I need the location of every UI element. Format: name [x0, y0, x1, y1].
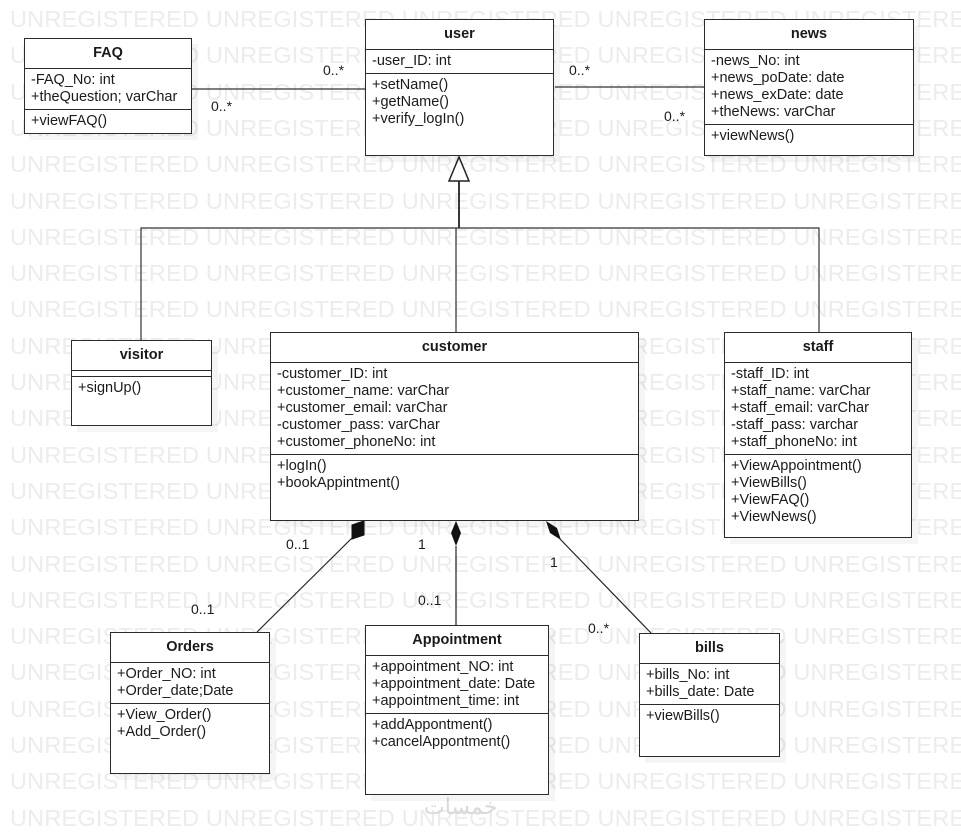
attribute: -customer_pass: varChar — [277, 417, 440, 433]
attribute: +appointment_date: Date — [372, 676, 536, 692]
class-name: Orders — [111, 633, 269, 663]
multiplicity-bills-near-customer: 1 — [550, 554, 558, 570]
operation: +ViewBills() — [731, 475, 807, 491]
class-name: FAQ — [25, 39, 191, 69]
class-news[interactable]: news -news_No: int+news_poDate: date+new… — [704, 19, 914, 156]
multiplicity-user-news-near-news: 0..* — [664, 108, 686, 124]
attributes-section: +bills_No: int+bills_date: Date — [640, 664, 779, 705]
attribute: +customer_name: varChar — [277, 383, 450, 399]
operations-section: +setName()+getName()+verify_logIn() — [366, 74, 553, 131]
generalization-arrowhead — [447, 155, 471, 182]
class-staff[interactable]: staff -staff_ID: int+staff_name: varChar… — [724, 332, 912, 538]
composition-diamond-orders — [351, 520, 365, 540]
class-appointment[interactable]: Appointment +appointment_NO: int+appoint… — [365, 625, 549, 795]
attribute: +customer_email: varChar — [277, 400, 448, 416]
operation: +verify_logIn() — [372, 111, 465, 127]
composition-customer-orders — [256, 537, 353, 633]
attribute: +staff_email: varChar — [731, 400, 869, 416]
attributes-section — [72, 371, 211, 377]
attribute: +theQuestion; varChar — [31, 89, 178, 105]
operation: +cancelAppontment() — [372, 734, 511, 750]
class-faq[interactable]: FAQ -FAQ_No: int+theQuestion; varChar +v… — [24, 38, 192, 134]
attribute: -user_ID: int — [372, 53, 451, 69]
attribute: +theNews: varChar — [711, 104, 836, 120]
class-name: bills — [640, 634, 779, 664]
attribute: +news_poDate: date — [711, 70, 845, 86]
operation: +viewBills() — [646, 708, 720, 724]
operations-section: +View_Order()+Add_Order() — [111, 704, 269, 744]
attributes-section: -user_ID: int — [366, 50, 553, 74]
operation: +getName() — [372, 94, 449, 110]
operations-section: +logIn()+bookAppintment() — [271, 455, 638, 495]
attribute: -staff_ID: int — [731, 366, 809, 382]
class-name: visitor — [72, 341, 211, 371]
attribute: +staff_phoneNo: int — [731, 434, 857, 450]
operations-section: +viewNews() — [705, 125, 913, 148]
multiplicity-appointment-near-appointment: 0..1 — [418, 592, 442, 608]
class-name: user — [366, 20, 553, 50]
operations-section: +viewFAQ() — [25, 110, 191, 133]
attributes-section: -news_No: int+news_poDate: date+news_exD… — [705, 50, 913, 125]
operation: +ViewFAQ() — [731, 492, 810, 508]
attribute: +Order_NO: int — [117, 666, 216, 682]
attribute: -news_No: int — [711, 53, 800, 69]
class-name: Appointment — [366, 626, 548, 656]
multiplicity-bills-near-bills: 0..* — [588, 620, 610, 636]
attributes-section: +appointment_NO: int+appointment_date: D… — [366, 656, 548, 714]
attributes-section: -staff_ID: int+staff_name: varChar+staff… — [725, 363, 911, 455]
attribute: +bills_date: Date — [646, 684, 755, 700]
operation: +setName() — [372, 77, 449, 93]
class-visitor[interactable]: visitor +signUp() — [71, 340, 212, 426]
attribute: +appointment_time: int — [372, 693, 520, 709]
composition-diamond-appointment — [451, 521, 461, 546]
multiplicity-orders-near-customer: 0..1 — [286, 536, 310, 552]
operation: +addAppontment() — [372, 717, 493, 733]
operation: +bookAppintment() — [277, 475, 400, 491]
class-orders[interactable]: Orders +Order_NO: int+Order_date;Date +V… — [110, 632, 270, 774]
multiplicity-orders-near-orders: 0..1 — [191, 601, 215, 617]
operations-section: +signUp() — [72, 377, 211, 400]
operation: +viewFAQ() — [31, 113, 108, 129]
generalization-visitor — [140, 227, 459, 340]
operations-section: +viewBills() — [640, 705, 779, 728]
class-customer[interactable]: customer -customer_ID: int+customer_name… — [270, 332, 639, 521]
attribute: +staff_name: varChar — [731, 383, 871, 399]
footer-watermark-logo: خمسات — [424, 794, 498, 819]
generalization-staff — [459, 227, 820, 332]
attribute: +news_exDate: date — [711, 87, 844, 103]
attribute: +Order_date;Date — [117, 683, 234, 699]
class-bills[interactable]: bills +bills_No: int+bills_date: Date +v… — [639, 633, 780, 757]
attribute: -FAQ_No: int — [31, 72, 115, 88]
operations-section: +addAppontment()+cancelAppontment() — [366, 714, 548, 754]
class-name: news — [705, 20, 913, 50]
multiplicity-faq-user-near-faq: 0..* — [211, 98, 233, 114]
composition-customer-bills — [559, 538, 652, 634]
operation: +logIn() — [277, 458, 327, 474]
multiplicity-appointment-near-customer: 1 — [418, 536, 426, 552]
operations-section: +ViewAppointment()+ViewBills()+ViewFAQ()… — [725, 455, 911, 529]
attribute: -customer_ID: int — [277, 366, 388, 382]
operation: +ViewAppointment() — [731, 458, 862, 474]
multiplicity-user-news-near-user: 0..* — [569, 62, 591, 78]
attributes-section: +Order_NO: int+Order_date;Date — [111, 663, 269, 704]
attributes-section: -customer_ID: int+customer_name: varChar… — [271, 363, 638, 455]
attribute: +customer_phoneNo: int — [277, 434, 436, 450]
class-name: customer — [271, 333, 638, 363]
class-user[interactable]: user -user_ID: int +setName()+getName()+… — [365, 19, 554, 156]
operation: +viewNews() — [711, 128, 795, 144]
class-name: staff — [725, 333, 911, 363]
operation: +signUp() — [78, 380, 142, 396]
multiplicity-faq-user-near-user: 0..* — [323, 62, 345, 78]
operation: +Add_Order() — [117, 724, 207, 740]
attributes-section: -FAQ_No: int+theQuestion; varChar — [25, 69, 191, 110]
attribute: +bills_No: int — [646, 667, 730, 683]
attribute: +appointment_NO: int — [372, 659, 514, 675]
operation: +ViewNews() — [731, 509, 817, 525]
operation: +View_Order() — [117, 707, 212, 723]
composition-diamond-bills — [546, 521, 561, 540]
attribute: -staff_pass: varchar — [731, 417, 859, 433]
